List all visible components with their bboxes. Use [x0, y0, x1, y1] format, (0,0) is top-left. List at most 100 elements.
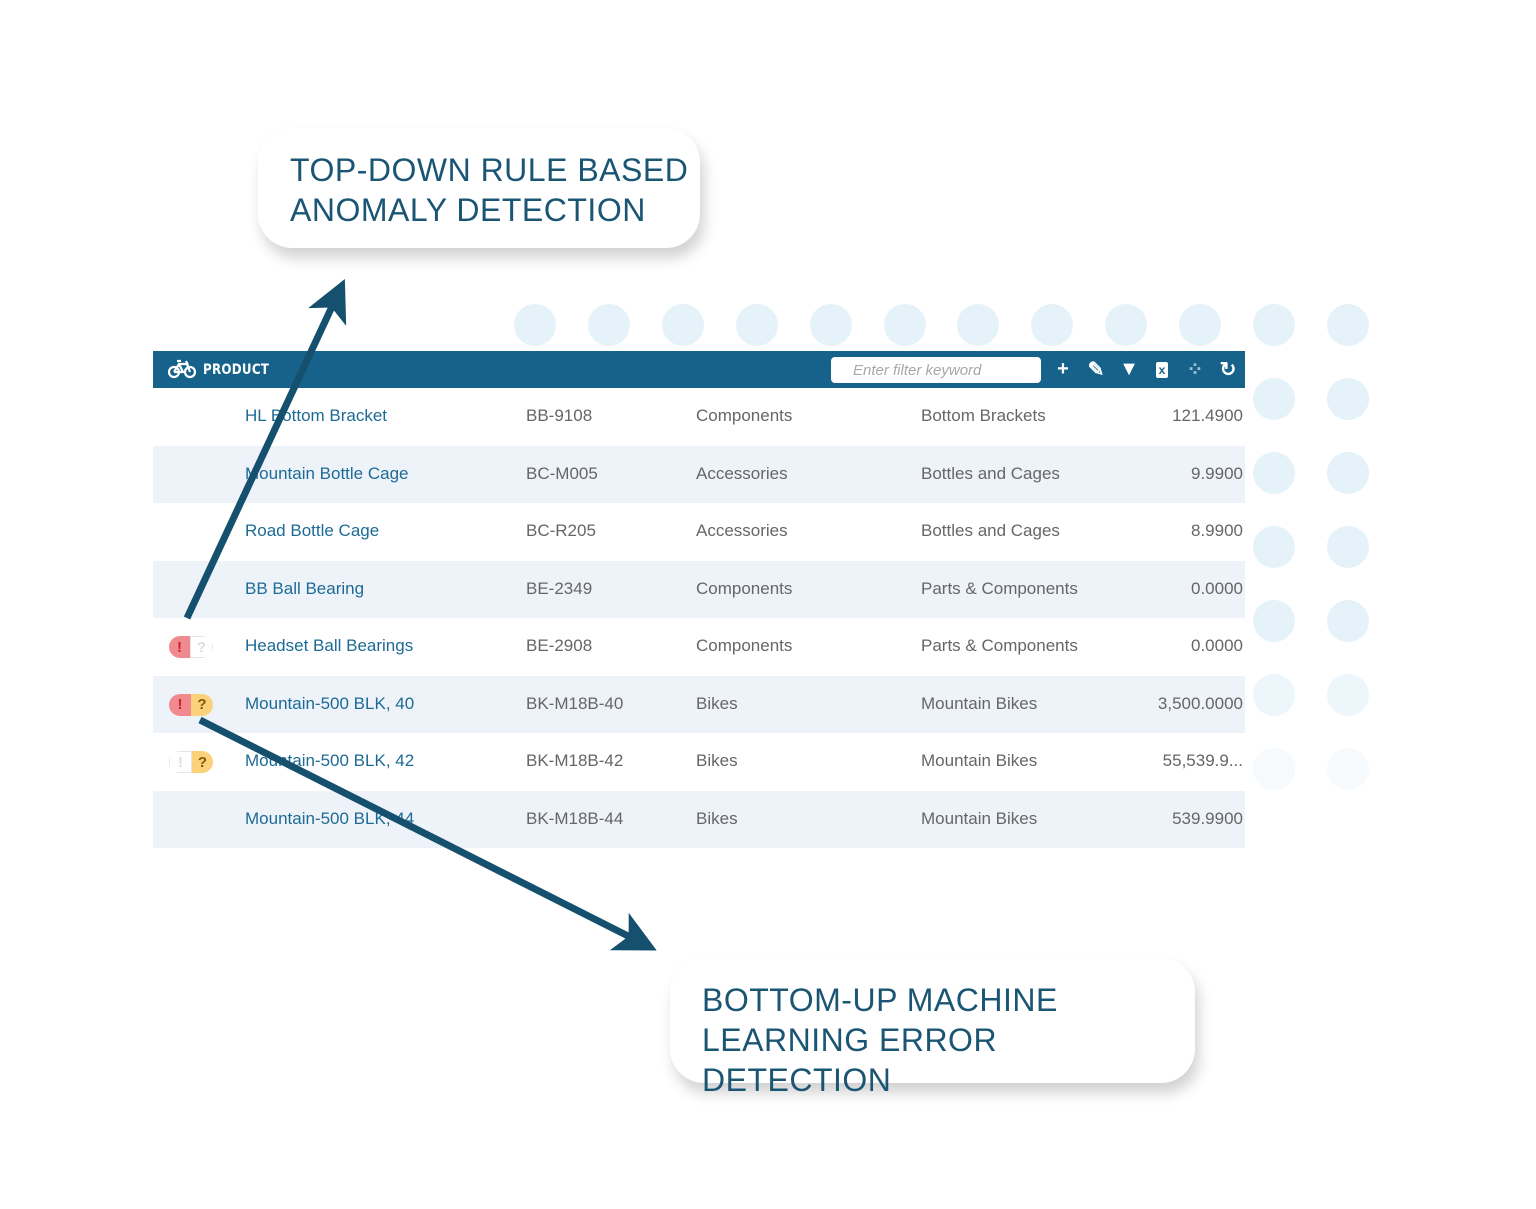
product-name-cell: Mountain Bottle Cage: [245, 463, 409, 483]
category-cell: Bikes: [696, 693, 738, 713]
table-row[interactable]: Mountain Bottle Cage BC-M005 Accessories Bo…: [153, 445, 1245, 503]
callout-top-down: TOP-DOWN RULE BASED ANOMALY DETECTION: [258, 128, 700, 248]
table-row[interactable]: Mountain-500 BLK, 44 BK-M18B-44 Bikes Mount…: [153, 790, 1245, 848]
subcategory-cell: Mountain Bikes: [921, 808, 1038, 828]
refresh-button[interactable]: ↻: [1216, 357, 1240, 382]
anomaly-badge[interactable]: !?: [169, 636, 213, 658]
export-excel-button[interactable]: x: [1150, 357, 1174, 382]
anomaly-badge[interactable]: !?: [169, 693, 213, 716]
decor-dot: [1105, 304, 1148, 346]
category-cell: Bikes: [696, 808, 738, 828]
price-cell: 121.4900: [1172, 406, 1243, 425]
grid-header: PRODUCT + ✎ ▼ x ⁘ ↻: [153, 351, 1245, 388]
decor-dot: [1253, 600, 1295, 642]
decor-dot: [1253, 748, 1295, 790]
product-code-cell: BK-M18B-44: [526, 808, 624, 828]
anomaly-badge[interactable]: !?: [169, 751, 213, 773]
ml-flag-icon: ?: [191, 693, 213, 716]
decor-dot: [957, 304, 1000, 346]
excel-icon: x: [1155, 361, 1169, 378]
plus-icon: +: [1057, 358, 1069, 380]
decor-dot: [1327, 452, 1369, 494]
hierarchy-button[interactable]: ⁘: [1183, 357, 1207, 382]
callout-line: BOTTOM-UP MACHINE: [702, 982, 1058, 1018]
grid-title: PRODUCT: [203, 362, 270, 378]
table-row[interactable]: BB Ball Bearing BE-2349 Components Parts & …: [153, 560, 1245, 618]
refresh-icon: ↻: [1219, 359, 1237, 381]
price-cell: 539.9900: [1172, 808, 1243, 828]
decor-dot: [735, 304, 778, 346]
category-cell: Components: [696, 578, 793, 598]
product-code-cell: BE-2908: [526, 636, 593, 655]
callout-line: ANOMALY DETECTION: [290, 192, 646, 228]
callout-line: LEARNING ERROR DETECTION: [702, 1022, 998, 1098]
decor-dot: [1327, 600, 1369, 642]
product-code-cell: BK-M18B-42: [526, 751, 624, 770]
bicycle-icon: [167, 359, 197, 379]
category-cell: Accessories: [696, 463, 788, 483]
decor-dot: [1326, 304, 1369, 346]
decor-dot: [1253, 526, 1295, 568]
callout-line: TOP-DOWN RULE BASED: [290, 152, 689, 188]
product-code-cell: BE-2349: [526, 578, 593, 598]
decor-dot: [1327, 526, 1369, 568]
subcategory-cell: Bottles and Cages: [921, 521, 1060, 540]
product-grid: PRODUCT +✎▼x⁘↻ HL Bottom BracketBB-9108C…: [153, 351, 1245, 848]
price-cell: 0.0000: [1191, 578, 1243, 598]
edit-icon: ✎: [1087, 359, 1105, 381]
ml-flag-icon: ?: [190, 636, 213, 658]
callout-bottom-up: BOTTOM-UP MACHINE LEARNING ERROR DETECTI…: [670, 958, 1195, 1098]
product-name-cell: Mountain-500 BLK, 44: [245, 808, 415, 828]
subcategory-cell: Parts & Components: [921, 578, 1078, 598]
decor-dot: [809, 304, 852, 346]
decor-dot: [1327, 748, 1369, 790]
decor-dot: [883, 304, 926, 346]
product-code-cell: BK-M18B-40: [526, 693, 624, 713]
product-code-cell: BB-9108: [526, 406, 593, 425]
table-row[interactable]: !? Mountain-500 BLK, 40 BK-M18B-40 Bikes Mou…: [153, 675, 1245, 733]
rule-flag-icon: !: [169, 693, 191, 716]
arrow-to-bottom-callout: [198, 716, 657, 951]
ml-flag-icon: ?: [192, 751, 213, 773]
decor-dot: [1327, 378, 1369, 420]
subcategory-cell: Parts & Components: [921, 636, 1078, 655]
filter-input[interactable]: [831, 357, 1041, 383]
price-cell: 55,539.9...: [1162, 751, 1243, 770]
product-name-cell: Road Bottle Cage: [245, 521, 380, 540]
nodes-icon: ⁘: [1186, 359, 1204, 381]
decor-dot: [1179, 304, 1222, 346]
category-cell: Components: [696, 406, 793, 425]
decor-dot: [1253, 452, 1295, 494]
subcategory-cell: Bottles and Cages: [921, 463, 1060, 483]
table-row[interactable]: Road Bottle Cage BC-R205 Accessories Bottle…: [153, 503, 1245, 561]
price-cell: 9.9900: [1191, 463, 1243, 483]
arrow-to-top-callout: [183, 278, 347, 620]
decor-dot: [1253, 674, 1295, 716]
product-name-cell: Headset Ball Bearings: [245, 636, 414, 655]
decor-dot: [1031, 304, 1074, 346]
product-code-cell: BC-M005: [526, 463, 598, 483]
decor-dot: [1253, 304, 1295, 346]
decor-dot: [587, 304, 630, 346]
rule-flag-icon: !: [169, 751, 192, 773]
subcategory-cell: Mountain Bikes: [921, 693, 1038, 713]
category-cell: Accessories: [696, 521, 788, 540]
price-cell: 8.9900: [1191, 521, 1243, 540]
category-cell: Bikes: [696, 751, 738, 770]
decor-dot: [661, 304, 704, 346]
rule-flag-icon: !: [169, 636, 190, 658]
subcategory-cell: Mountain Bikes: [921, 751, 1038, 770]
filter-icon: ▼: [1119, 358, 1139, 380]
price-cell: 0.0000: [1191, 636, 1243, 655]
subcategory-cell: Bottom Brackets: [921, 406, 1046, 425]
product-name-cell: BB Ball Bearing: [245, 578, 365, 598]
price-cell: 3,500.0000: [1157, 693, 1243, 713]
product-code-cell: BC-R205: [526, 521, 596, 540]
edit-button[interactable]: ✎: [1084, 357, 1108, 382]
add-button[interactable]: +: [1051, 357, 1075, 382]
product-name-cell: Mountain-500 BLK, 40: [245, 693, 415, 713]
filter-button[interactable]: ▼: [1117, 357, 1141, 382]
decor-dot: [514, 304, 556, 346]
